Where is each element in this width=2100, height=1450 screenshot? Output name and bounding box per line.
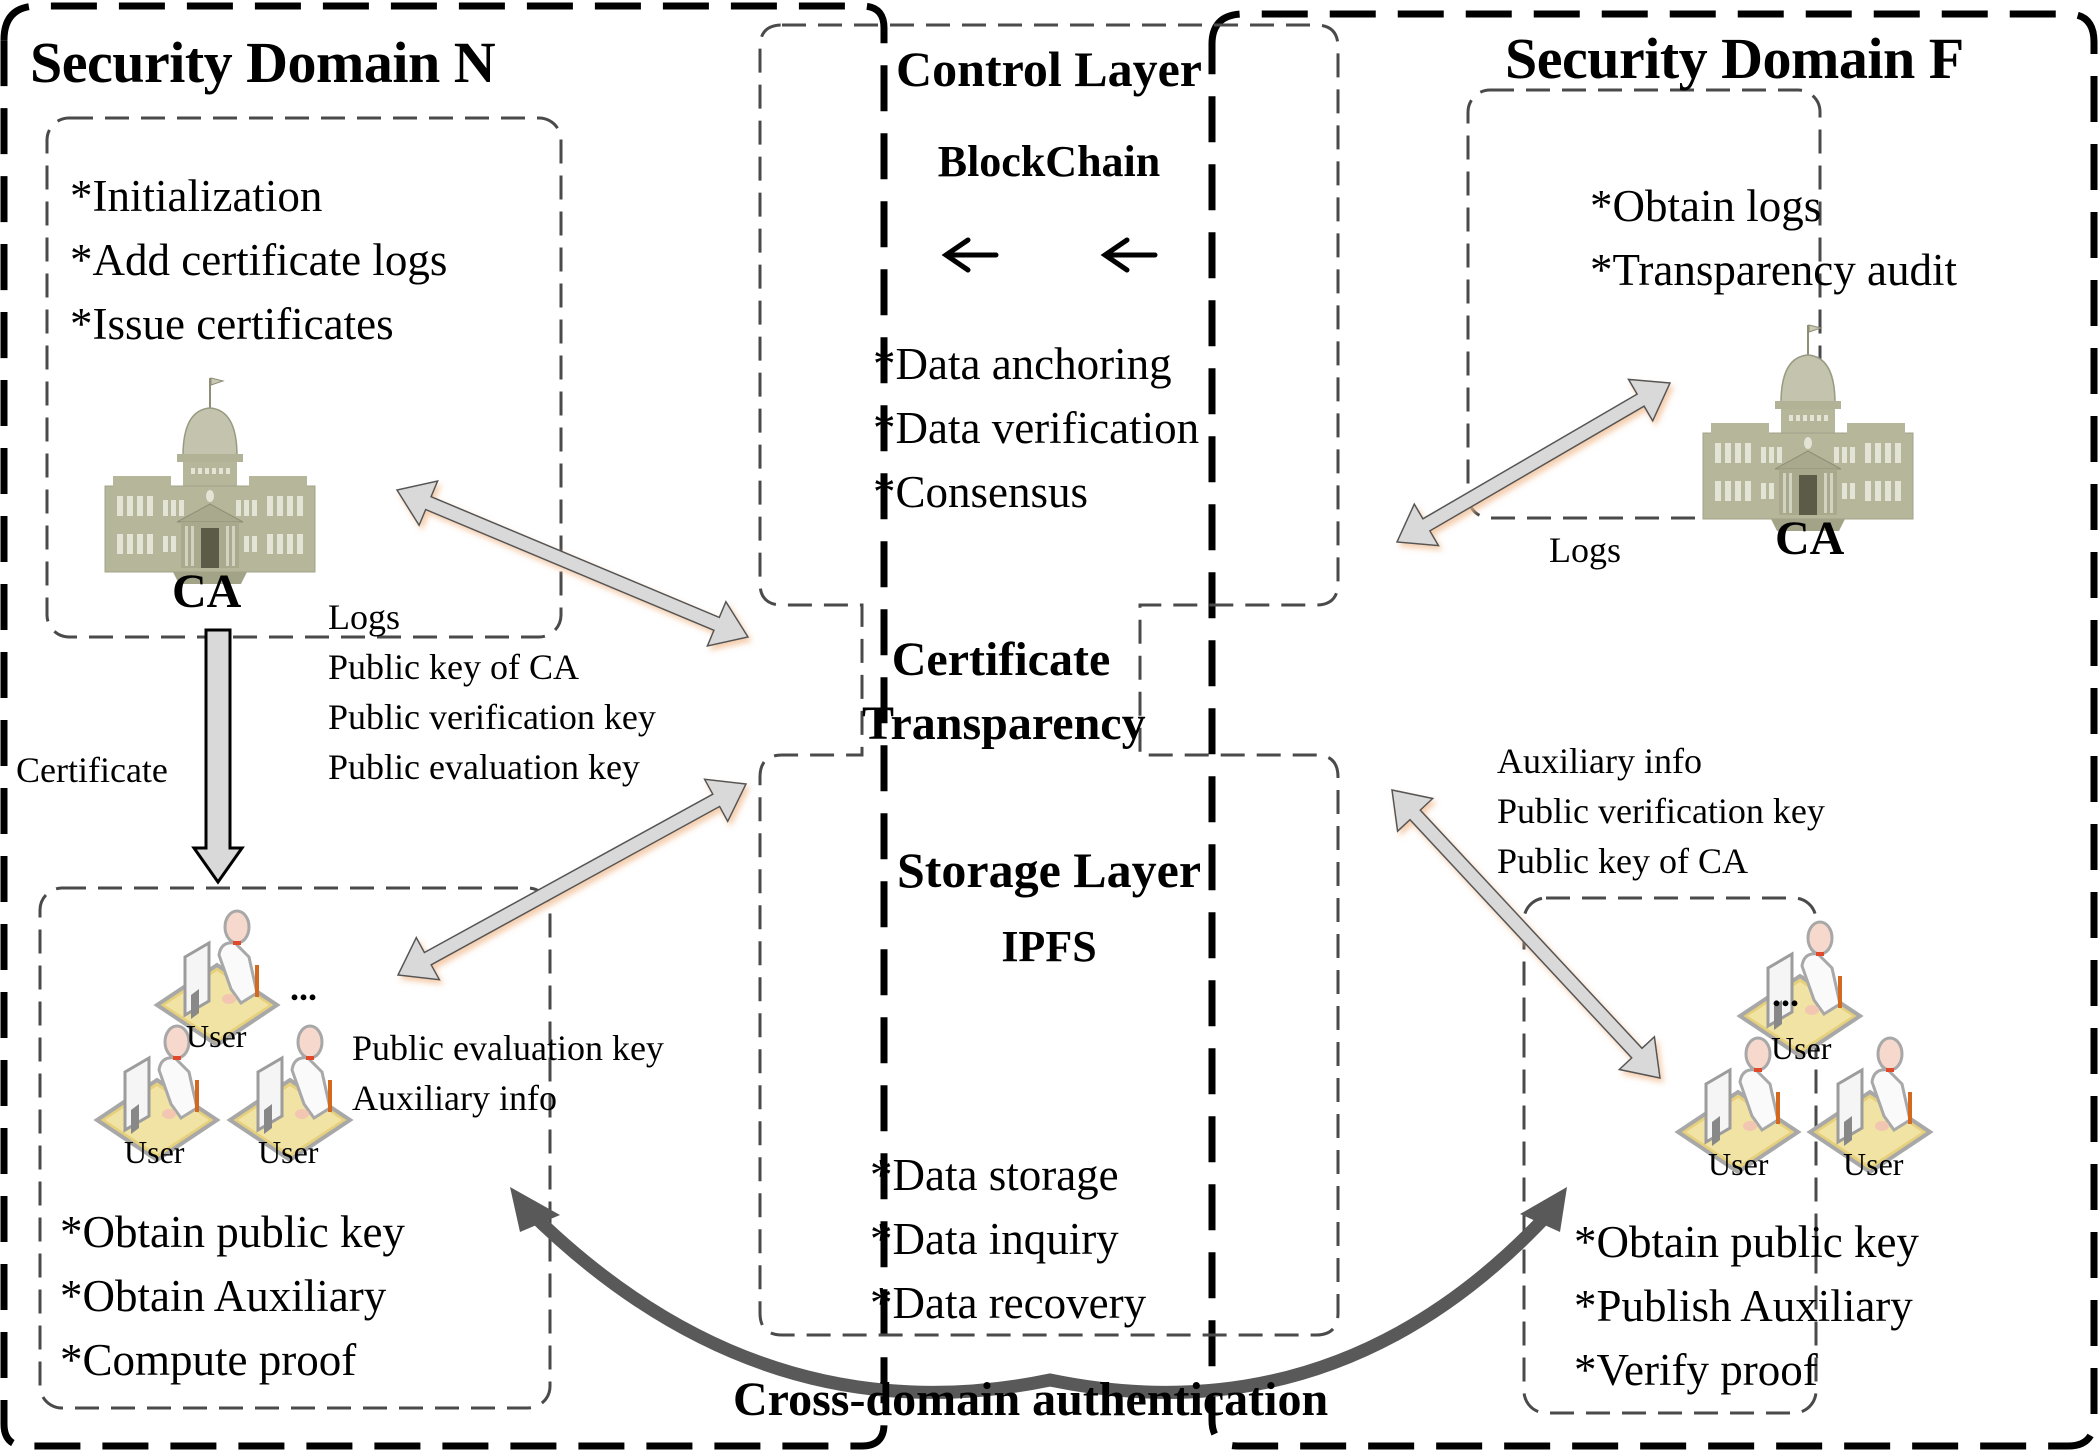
bullet-item: *Publish Auxiliary <box>1574 1281 1913 1331</box>
storage-users-arrow-f <box>1391 789 1661 1079</box>
bullet-item: *Issue certificates <box>70 299 394 349</box>
control-layer-title: Control Layer <box>896 41 1202 97</box>
domain-n-user-bullets: *Obtain public key *Obtain Auxiliary *Co… <box>60 1200 405 1392</box>
cross-domain-arrow <box>510 1187 1567 1399</box>
storage-layer-subtitle: IPFS <box>1001 922 1097 971</box>
domain-f-ca-box <box>1466 88 1822 520</box>
bullet-item: *Data anchoring <box>873 339 1172 389</box>
flow-label: Public key of CA <box>328 647 579 687</box>
control-layer-subtitle: BlockChain <box>937 137 1161 186</box>
user-label: User <box>258 1134 319 1170</box>
flow-label: Public evaluation key <box>352 1028 664 1068</box>
bullet-item: *Obtain public key <box>60 1207 405 1257</box>
domain-n-frame <box>0 2 888 1450</box>
user-label: User <box>124 1134 185 1170</box>
flow-label: Public evaluation key <box>328 747 640 787</box>
bullet-item: *Data verification <box>873 403 1200 453</box>
domain-n-users-box <box>38 886 552 1410</box>
domain-f-ca-label: CA <box>1775 512 1845 565</box>
more-users-ellipsis: ... <box>1772 974 1799 1014</box>
bullet-item: *Initialization <box>70 171 323 221</box>
storage-users-arrow-n <box>396 778 748 981</box>
user-label: User <box>1708 1146 1769 1182</box>
ca-chain-arrow-f <box>1395 378 1672 547</box>
bullet-item: *Transparency audit <box>1590 245 1958 295</box>
flow-label: Logs <box>328 597 400 637</box>
bullet-item: *Obtain logs <box>1590 181 1822 231</box>
domain-f-ca-bullets: *Obtain logs *Transparency audit <box>1590 174 1957 302</box>
more-users-ellipsis: ... <box>290 968 317 1008</box>
domain-n-title: Security Domain N <box>30 30 496 95</box>
flow-label: Public verification key <box>1497 791 1825 831</box>
logs-label: Logs <box>1549 530 1621 570</box>
bullet-item: *Verify proof <box>1574 1345 1818 1395</box>
domain-f-user-bullets: *Obtain public key *Publish Auxiliary *V… <box>1574 1210 1919 1402</box>
bullet-item: *Compute proof <box>60 1335 357 1385</box>
bullet-item: *Consensus <box>873 467 1089 517</box>
flow-label: Auxiliary info <box>1497 741 1702 781</box>
certificate-arrow-label: Certificate <box>16 750 168 790</box>
domain-n-ca-box <box>45 116 563 639</box>
ca-building-icon <box>104 377 316 585</box>
user-label: User <box>1843 1146 1904 1182</box>
domain-n-ca-bullets: *Initialization *Add certificate logs *I… <box>70 164 447 356</box>
storage-to-users-labels: Auxiliary info Public verification key P… <box>1497 736 1825 886</box>
ca-to-chain-labels: Logs Public key of CA Public verificatio… <box>328 592 656 792</box>
ct-line: Transparency <box>862 697 1146 750</box>
cross-domain-label: Cross-domain authentication <box>733 1373 1329 1426</box>
chain-arrow-icon <box>1100 237 1158 273</box>
certificate-arrow <box>191 628 245 885</box>
certificate-transparency-label: Certificate Transparency <box>862 628 1146 756</box>
storage-layer-title: Storage Layer <box>896 842 1202 898</box>
control-layer-bullets: *Data anchoring *Data verification *Cons… <box>873 332 1199 524</box>
bullet-item: *Obtain public key <box>1574 1217 1919 1267</box>
ct-line: Certificate <box>891 633 1111 686</box>
storage-layer-bullets: *Data storage *Data inquiry *Data recove… <box>870 1143 1146 1335</box>
bullet-item: *Obtain Auxiliary <box>60 1271 387 1321</box>
user-label: User <box>1771 1030 1832 1066</box>
flow-label: Auxiliary info <box>352 1078 557 1118</box>
user-label: User <box>186 1018 247 1054</box>
ca-chain-arrow-n <box>395 479 750 648</box>
double-arrows <box>395 378 1672 1079</box>
ca-building-icon <box>1702 324 1914 532</box>
control-storage-outline <box>758 23 1340 1337</box>
domain-n-ca-label: CA <box>172 565 242 618</box>
bullet-item: *Data inquiry <box>870 1214 1119 1264</box>
bullet-item: *Data recovery <box>870 1278 1147 1328</box>
domain-f-title: Security Domain F <box>1505 26 1964 91</box>
bullet-item: *Add certificate logs <box>70 235 448 285</box>
chain-arrow-icon <box>941 237 999 273</box>
domain-f-users-box <box>1522 896 1818 1415</box>
flow-label: Public verification key <box>328 697 656 737</box>
flow-label: Public key of CA <box>1497 841 1748 881</box>
chain-to-users-labels: Public evaluation key Auxiliary info <box>352 1023 664 1123</box>
domain-f-frame <box>1208 10 2098 1450</box>
bullet-item: *Data storage <box>870 1150 1119 1200</box>
